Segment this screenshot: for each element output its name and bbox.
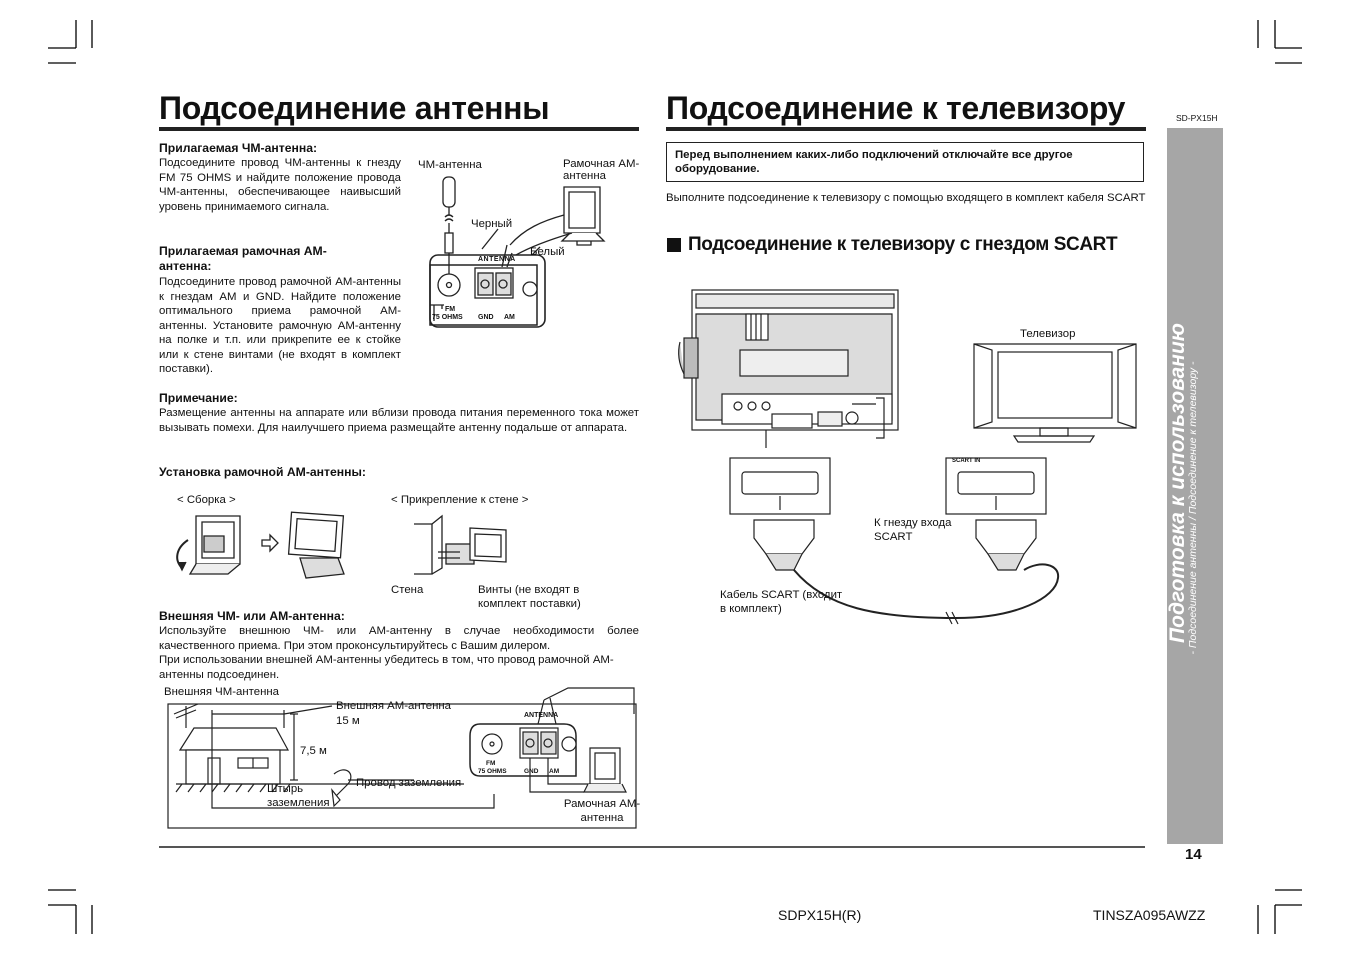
ohms-jack-label: 75 OHMS: [432, 314, 463, 321]
ground-wire-label: Провод заземления: [356, 777, 462, 789]
fm-antenna-label: ЧМ-антенна: [418, 159, 482, 171]
scart-cable-label: Кабель SCART (входит в комплект): [720, 589, 843, 615]
model-code: SD-PX15H: [1176, 113, 1218, 123]
right-title: Подсоединение к телевизору: [666, 90, 1126, 126]
side-tab: Подготовка к использованию - Подсоединен…: [1166, 128, 1223, 844]
scart-drawing: [678, 289, 1137, 625]
ext-gnd-jack-label: GND: [524, 768, 539, 775]
side-tab-subtitle: - Подсоединение антенны / Подсоединение …: [1187, 361, 1199, 655]
loop-antenna-label: Рамочная АМ-антенна: [563, 158, 640, 182]
wall-mount-label: < Прикрепление к стене >: [391, 494, 529, 506]
am-jack-label: AM: [504, 314, 515, 321]
tv-label: Телевизор: [1020, 328, 1076, 340]
am-heading: Прилагаемая рамочная АМ-антенна:: [159, 244, 327, 273]
external-antenna-drawing: [167, 687, 637, 829]
ground-pin-label: Штырь заземления: [267, 783, 330, 809]
scart-diagram: Телевизор SCART IN К гнезду входа SCART …: [676, 288, 1146, 628]
height-label: 7,5 м: [300, 745, 327, 757]
install-heading: Установка рамочной АМ-антенны:: [159, 465, 366, 479]
ext-ohms-jack-label: 75 OHMS: [478, 768, 507, 775]
wall-label: Стена: [391, 584, 424, 596]
warning-box: Перед выполнением каких-либо подключений…: [666, 142, 1144, 182]
footer-left-code: SDPX15H(R): [778, 907, 862, 923]
antenna-panel-label: ANTENNA: [478, 256, 516, 263]
fm-jack-label: FM: [445, 306, 456, 313]
note-heading: Примечание:: [159, 391, 238, 405]
ext-am-length: 15 м: [336, 715, 360, 727]
external-antenna-diagram: Внешняя ЧМ-антенна Внешняя АМ-антенна 15…: [164, 684, 640, 830]
ext-text-1: Используйте внешнюю ЧМ- или АМ-антенну в…: [159, 625, 639, 652]
scart-section-heading: Подсоединение к телевизору с гнездом SCA…: [688, 234, 1118, 255]
ext-heading: Внешняя ЧМ- или АМ-антенна:: [159, 609, 345, 623]
ext-am-jack-label: AM: [549, 768, 560, 775]
tv-intro-text: Выполните подсоединение к телевизору с п…: [666, 192, 1146, 204]
page-number: 14: [1185, 846, 1202, 863]
ext-am-label: Внешняя АМ-антенна: [336, 700, 451, 712]
ext-fm-jack-label: FM: [486, 760, 496, 767]
scart-in-label: SCART IN: [952, 458, 981, 464]
footer-right-code: TINSZA095AWZZ: [1093, 907, 1206, 923]
fm-heading: Прилагаемая ЧМ-антенна:: [159, 141, 318, 155]
antenna-diagram-drawing: [429, 176, 606, 328]
ext-text-2: При использовании внешней АМ-антенны убе…: [159, 654, 614, 681]
to-jack-label: К гнезду входа SCART: [874, 517, 952, 543]
bottom-rule: [159, 846, 1145, 848]
antenna-diagram: ЧМ-антенна Рамочная АМ-антенна Черный Бе…: [412, 155, 642, 330]
left-title-rule: [159, 127, 639, 131]
ext-antenna-panel-label: ANTENNA: [524, 712, 559, 719]
gnd-jack-label: GND: [478, 314, 494, 321]
ext-fm-label: Внешняя ЧМ-антенна: [164, 686, 279, 698]
fm-text: Подсоедините провод ЧМ-антенны к гнезду …: [159, 157, 401, 213]
black-wire-label: Черный: [471, 218, 513, 230]
am-text: Подсоедините провод рамочной АМ-антенны …: [159, 276, 401, 375]
assembly-label: < Сборка >: [177, 494, 236, 506]
right-title-rule: [666, 127, 1146, 131]
ext-loop-label: Рамочная АМ-антенна: [563, 798, 641, 824]
white-wire-label: Белый: [530, 246, 565, 258]
section-bullet-icon: [667, 238, 681, 252]
note-text: Размещение антенны на аппарате или вблиз…: [159, 407, 639, 434]
screws-label: Винты (не входят в комплект поставки): [478, 584, 581, 610]
left-title: Подсоединение антенны: [159, 90, 550, 126]
loop-install-drawing: [176, 511, 507, 579]
